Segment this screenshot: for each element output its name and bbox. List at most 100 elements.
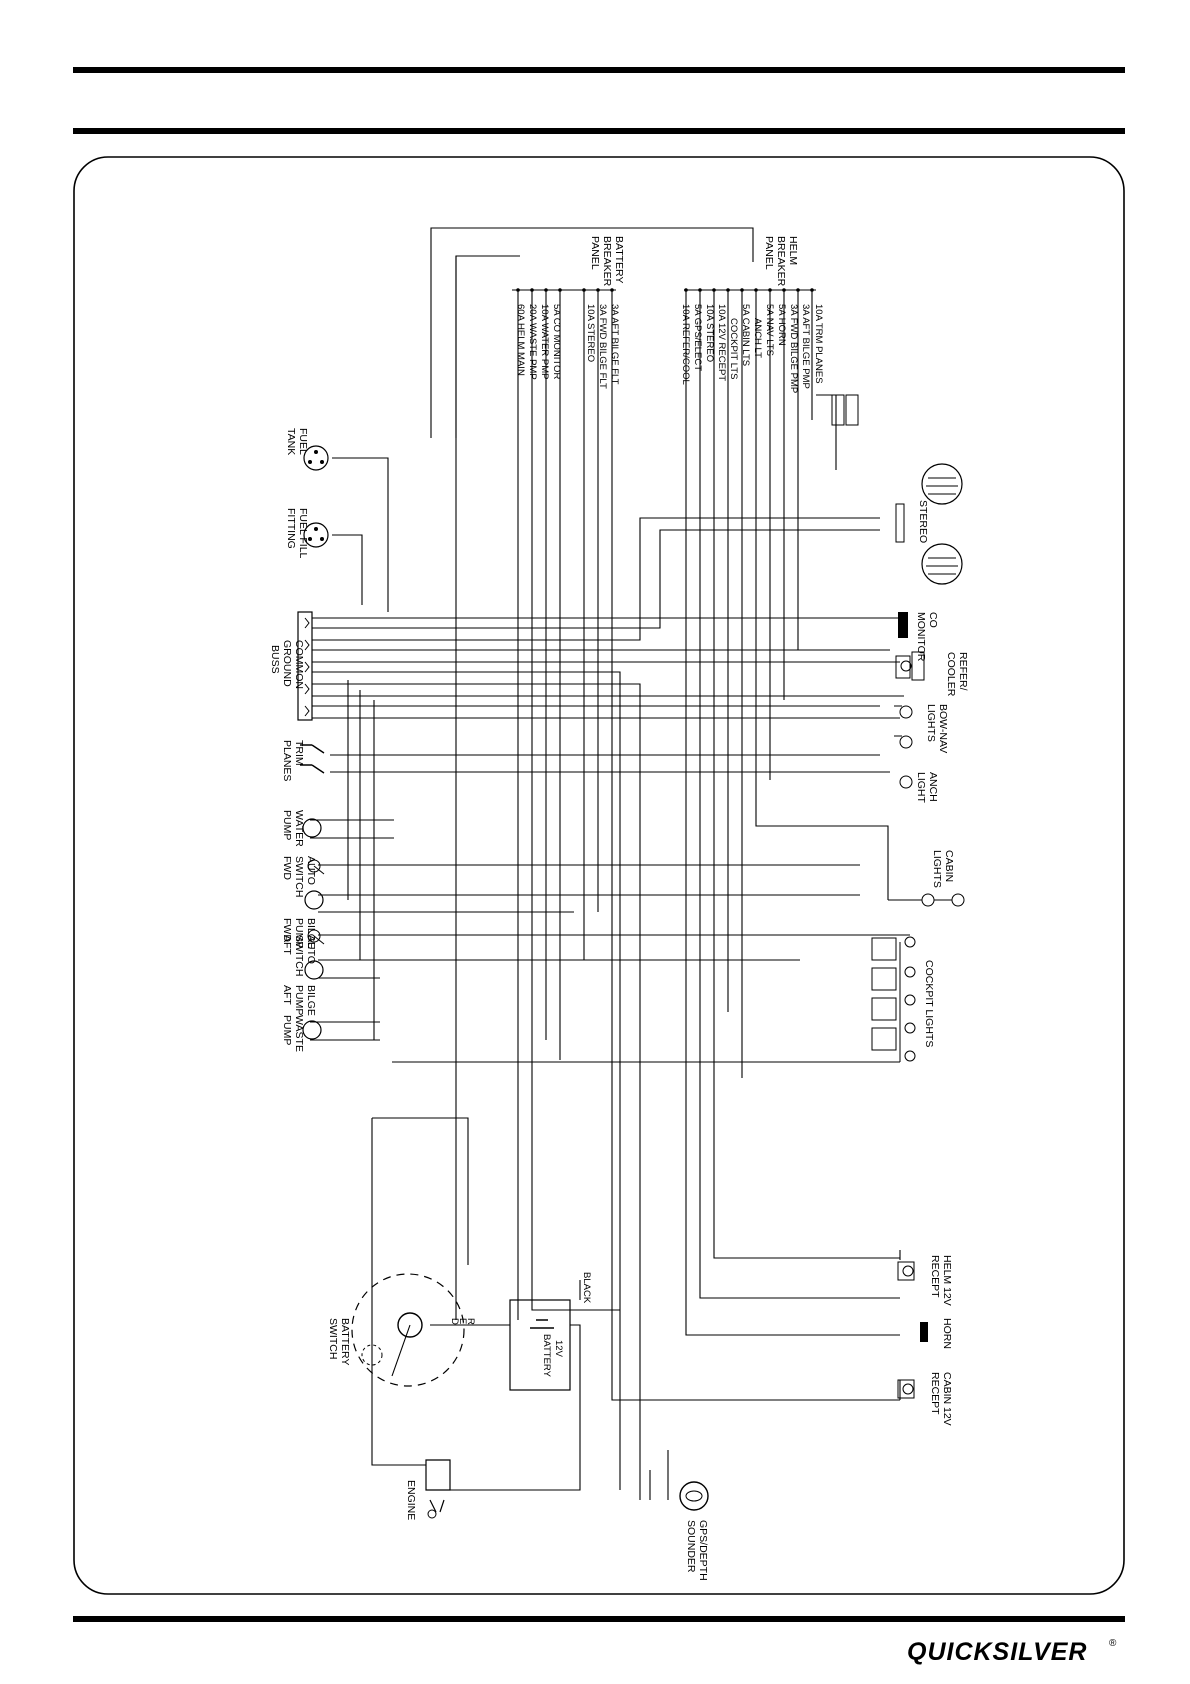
footer-rule (73, 1616, 1125, 1622)
svg-text:BILGE: BILGE (305, 918, 317, 949)
svg-text:3A FWD BILGE FLT: 3A FWD BILGE FLT (597, 304, 608, 389)
svg-text:60A HELM MAIN: 60A HELM MAIN (515, 304, 526, 376)
svg-text:BOW-NAV: BOW-NAV (937, 704, 949, 753)
svg-text:10A TRM PLANES: 10A TRM PLANES (813, 304, 824, 384)
svg-text:TRIM: TRIM (293, 740, 305, 766)
svg-text:TANK: TANK (285, 428, 297, 455)
helm-breaker-labels: 10A TRM PLANES 3A AFT BILGE PMP 3A FWD B… (680, 304, 824, 393)
diagram-frame (73, 156, 1125, 1595)
svg-text:FUEL FILL: FUEL FILL (297, 508, 309, 559)
wire-harness (310, 227, 910, 1500)
svg-text:10A STEREO: 10A STEREO (585, 304, 596, 362)
12v-battery: 12V BATTERY (509, 1299, 571, 1391)
svg-text:PLANES: PLANES (281, 740, 293, 781)
svg-text:BATTERY: BATTERY (339, 1318, 351, 1365)
svg-text:STEREO: STEREO (917, 500, 929, 543)
cabin-12v-receptacle: CABIN 12V RECEPT (897, 1372, 953, 1426)
brand-name: QUICKSILVER (907, 1638, 1087, 1666)
svg-text:COCKPIT LIGHTS: COCKPIT LIGHTS (923, 960, 935, 1047)
svg-text:BREAKER: BREAKER (775, 236, 787, 287)
horn: HORN (920, 1318, 953, 1349)
waste-pump: WASTE PUMP (281, 1015, 322, 1052)
co-monitor: CO MONITOR (898, 612, 939, 662)
svg-text:GROUND: GROUND (281, 640, 293, 687)
svg-text:COCKPIT LTS: COCKPIT LTS (728, 318, 739, 379)
svg-text:WASTE: WASTE (293, 1015, 305, 1052)
svg-text:3A FWD BILGE PMP: 3A FWD BILGE PMP (788, 304, 799, 393)
svg-text:SOUNDER: SOUNDER (685, 1520, 697, 1573)
engine: ENGINE (405, 1459, 451, 1520)
registered-mark: ® (1109, 1638, 1117, 1649)
svg-text:ANCH LT: ANCH LT (752, 318, 763, 358)
stereo-speakers: STEREO (895, 463, 963, 585)
svg-text:CABIN 12V: CABIN 12V (941, 1372, 953, 1426)
svg-text:LIGHTS: LIGHTS (925, 704, 937, 742)
svg-text:SWITCH: SWITCH (293, 856, 305, 897)
svg-text:20A WASTE PMP: 20A WASTE PMP (527, 304, 538, 380)
battery-breaker-panel-title: BATTERY BREAKER PANEL (589, 236, 625, 287)
auto-switch-aft: AUTO SWITCH AFT (281, 929, 325, 976)
battery-switch: BATTERY SWITCH (327, 1273, 465, 1387)
svg-text:FWD: FWD (281, 856, 293, 880)
svg-text:3A AFT BILGE PMP: 3A AFT BILGE PMP (800, 304, 811, 389)
svg-text:5A CABIN LTS: 5A CABIN LTS (740, 304, 751, 366)
svg-text:10A 12V RECEPT: 10A 12V RECEPT (716, 304, 727, 381)
svg-text:FUEL: FUEL (297, 428, 309, 455)
quicksilver-logo: QUICKSILVER ® (907, 1638, 1117, 1666)
svg-text:PUMP: PUMP (293, 918, 305, 948)
cabin-lights: CABIN LIGHTS (888, 850, 965, 907)
helm-breaker-panel-title: HELM BREAKER PANEL (763, 236, 799, 287)
svg-text:AUTO: AUTO (305, 935, 317, 964)
svg-text:R: R (465, 1318, 476, 1325)
svg-text:FITTING: FITTING (285, 508, 297, 549)
svg-text:COMMON: COMMON (293, 640, 305, 689)
svg-text:CABIN: CABIN (943, 850, 955, 882)
svg-text:WATER: WATER (293, 810, 305, 847)
svg-text:FWD: FWD (281, 918, 293, 942)
cockpit-lights: COCKPIT LIGHTS (871, 936, 935, 1062)
svg-text:D: D (449, 1318, 460, 1325)
svg-text:BUSS: BUSS (269, 645, 281, 674)
svg-text:RECEPT: RECEPT (929, 1255, 941, 1298)
svg-text:BLACK: BLACK (581, 1272, 592, 1304)
svg-text:MONITOR: MONITOR (915, 612, 927, 662)
svg-text:5A HORN: 5A HORN (776, 304, 787, 346)
header-rule-bottom (73, 128, 1125, 134)
svg-text:HELM: HELM (787, 236, 799, 265)
refer-cooler: REFER/ COOLER (895, 651, 969, 697)
svg-text:10A STEREO: 10A STEREO (704, 304, 715, 362)
svg-text:BATTERY: BATTERY (541, 1334, 552, 1378)
svg-text:ANCH: ANCH (927, 772, 939, 802)
svg-text:10A WATER PMP: 10A WATER PMP (539, 304, 550, 380)
svg-text:5A CO MONITOR: 5A CO MONITOR (551, 304, 562, 379)
red-wire-label: R E D (449, 1318, 476, 1325)
svg-text:HORN: HORN (941, 1318, 953, 1349)
svg-text:LIGHTS: LIGHTS (931, 850, 943, 888)
black-wire-label: BLACK (581, 1272, 592, 1304)
svg-text:E: E (457, 1318, 468, 1324)
fuel-tank-sender: FUEL TANK (285, 428, 329, 471)
helm-junction-connector (831, 394, 859, 426)
svg-text:BILGE: BILGE (305, 985, 317, 1016)
svg-text:5A GPS/ELECT: 5A GPS/ELECT (692, 304, 703, 371)
svg-text:LIGHT: LIGHT (915, 772, 927, 804)
svg-text:COOLER: COOLER (945, 652, 957, 697)
svg-text:AFT: AFT (281, 985, 293, 1005)
helm-12v-receptacle: HELM 12V RECEPT (897, 1255, 953, 1306)
svg-text:5A NAV LTS: 5A NAV LTS (764, 304, 775, 356)
svg-text:REFER/: REFER/ (957, 652, 969, 691)
battery-breaker-labels: 3A AFT BILGE FLT 3A FWD BILGE FLT 10A ST… (515, 304, 620, 389)
bilge-pump-aft: BILGE PUMP AFT (281, 960, 324, 1016)
svg-text:3A AFT BILGE FLT: 3A AFT BILGE FLT (609, 304, 620, 385)
svg-text:PANEL: PANEL (589, 236, 601, 270)
auto-switch-fwd: AUTO SWITCH FWD (281, 856, 325, 897)
svg-text:AUTO: AUTO (305, 856, 317, 885)
bilge-pump-fwd: BILGE PUMP FWD (281, 890, 324, 949)
svg-text:12V: 12V (553, 1340, 564, 1358)
svg-text:RECEPT: RECEPT (929, 1372, 941, 1415)
breaker-contacts (516, 288, 814, 292)
svg-text:BREAKER: BREAKER (601, 236, 613, 287)
anch-light: ANCH LIGHT (899, 772, 939, 804)
svg-text:PUMP: PUMP (293, 985, 305, 1015)
svg-text:SWITCH: SWITCH (293, 935, 305, 976)
